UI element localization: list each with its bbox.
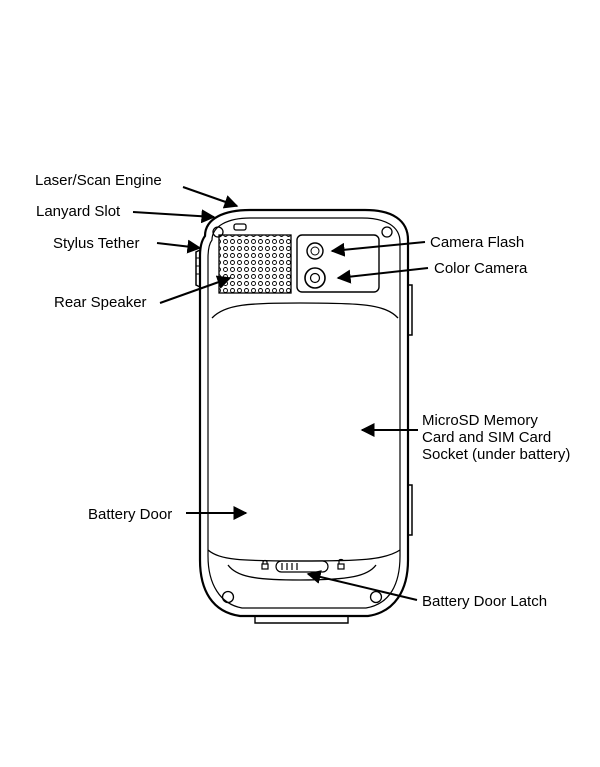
arrow-stylus-tether	[156, 239, 202, 254]
camera-module	[296, 234, 380, 293]
label-rear-speaker: Rear Speaker	[54, 294, 147, 311]
label-laser-scan-engine: Laser/Scan Engine	[35, 172, 162, 189]
battery-door	[207, 302, 401, 581]
label-lanyard-slot: Lanyard Slot	[36, 203, 121, 220]
label-battery-door: Battery Door	[88, 506, 173, 523]
leader-arrows	[132, 186, 429, 601]
label-camera-flash: Camera Flash	[430, 234, 525, 251]
corner-screws	[212, 226, 393, 604]
label-stylus-tether: Stylus Tether	[53, 235, 140, 252]
arrow-lanyard-slot	[132, 209, 216, 224]
label-microsd-socket: MicroSD Memory Card and SIM Card Socket …	[422, 412, 571, 463]
arrow-camera-flash	[330, 241, 426, 257]
label-battery-door-latch: Battery Door Latch	[422, 593, 548, 610]
battery-door-latch	[261, 558, 345, 573]
lanyard-slot	[233, 223, 247, 231]
rear-speaker-grille	[218, 234, 292, 294]
arrow-battery-door-latch	[306, 570, 418, 601]
label-color-camera: Color Camera	[434, 260, 528, 277]
arrow-color-camera	[336, 267, 429, 284]
arrow-rear-speaker	[159, 275, 232, 304]
arrow-laser-scan-engine	[182, 186, 239, 209]
